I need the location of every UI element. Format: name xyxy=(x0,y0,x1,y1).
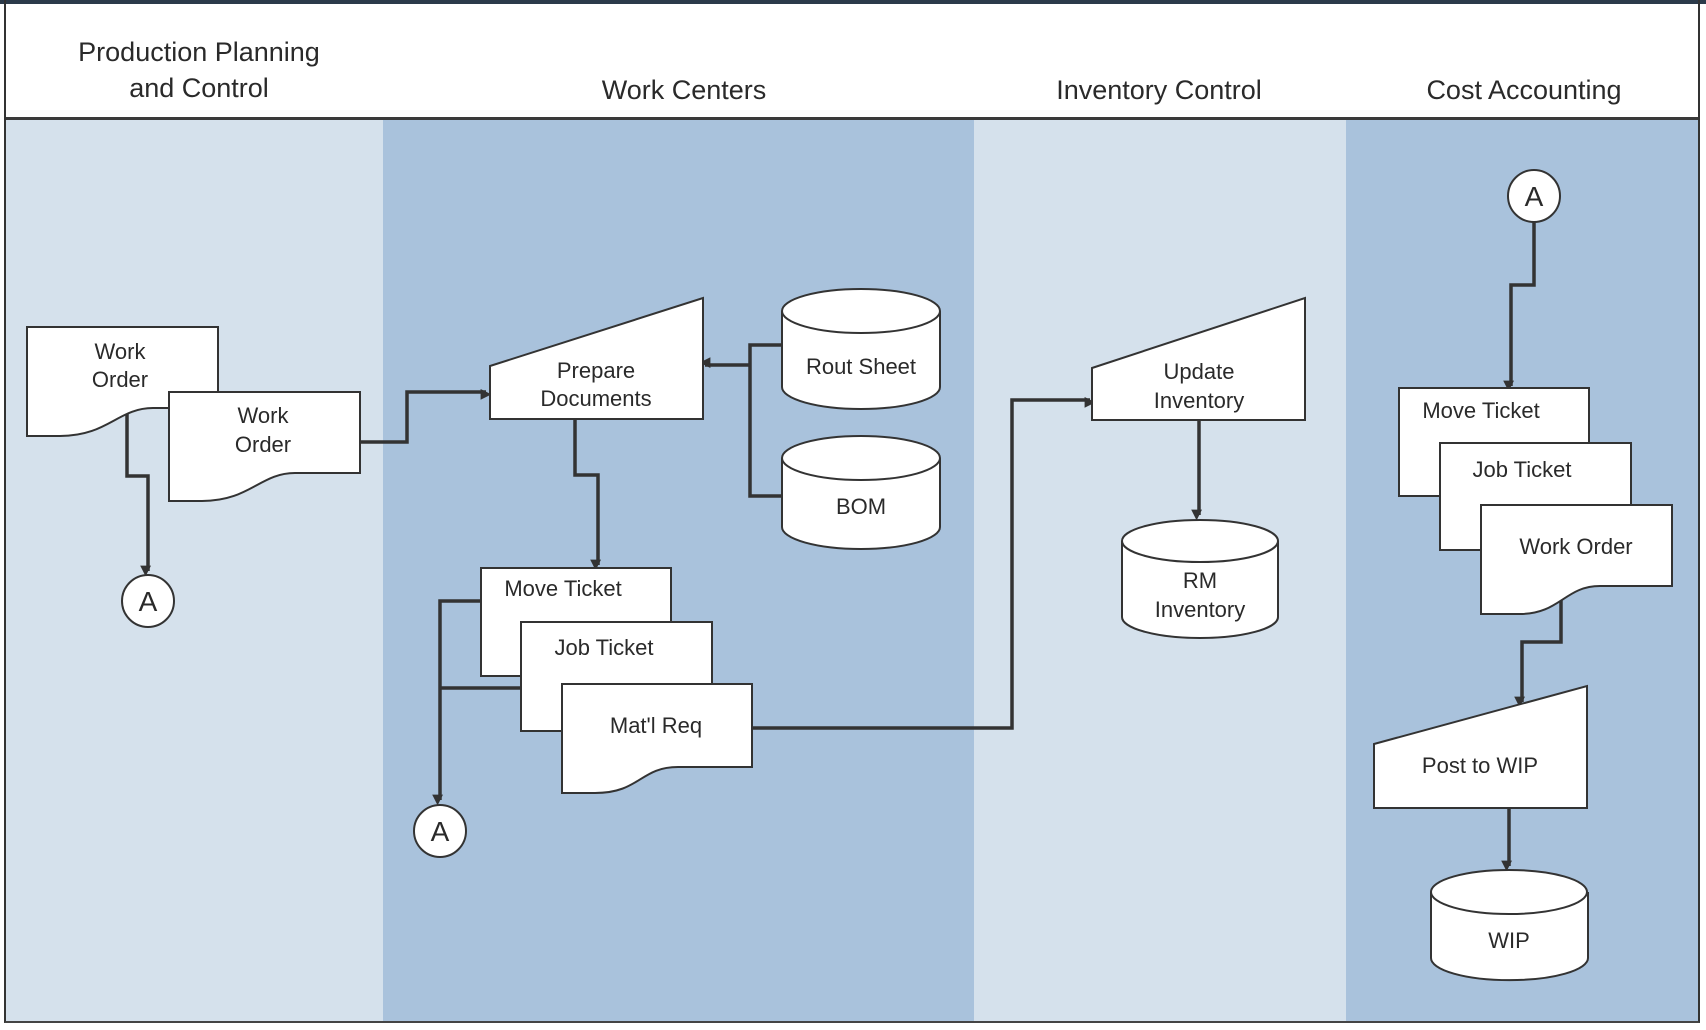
diagram-frame xyxy=(4,0,1700,1023)
node-label: Update xyxy=(1164,359,1235,384)
node-label: WIP xyxy=(1488,928,1530,953)
lane-title-production-planning: Production Planning and Control xyxy=(34,34,364,106)
node-label: Work xyxy=(238,403,290,428)
lane-title-line: and Control xyxy=(129,73,269,103)
lane-title-line: Production Planning xyxy=(78,37,320,67)
document-work-order-2[interactable]: Work Order xyxy=(168,391,361,502)
node-label: Order xyxy=(235,432,291,457)
connector-a-work-centers[interactable]: A xyxy=(413,804,467,858)
node-label: Work Order xyxy=(1519,534,1632,559)
database-bom[interactable]: BOM xyxy=(781,435,941,550)
connector-a-ppc[interactable]: A xyxy=(121,574,175,628)
node-label: Inventory xyxy=(1155,597,1246,622)
node-label: Move Ticket xyxy=(1422,398,1539,423)
flow-move-ticket-to-connector-a xyxy=(432,599,481,806)
lane-header-bar: Production Planning and Control Work Cen… xyxy=(4,4,1700,120)
connector-label: A xyxy=(139,586,158,617)
node-label: Mat'l Req xyxy=(610,713,702,738)
process-post-to-wip[interactable]: Post to WIP xyxy=(1373,684,1588,809)
flow-work-order-to-connector-a xyxy=(125,411,151,577)
node-label: Move Ticket xyxy=(504,576,621,601)
node-label: Job Ticket xyxy=(1472,457,1571,482)
lane-title-work-centers: Work Centers xyxy=(484,72,884,108)
flow-rout-sheet-to-prepare-documents xyxy=(748,343,782,498)
node-label: Work xyxy=(95,339,147,364)
document-work-order-ca[interactable]: Work Order xyxy=(1480,504,1673,615)
lane-title-line: Inventory Control xyxy=(1056,75,1262,105)
lane-title-line: Cost Accounting xyxy=(1426,75,1622,105)
flow-work-order-to-post-to-wip xyxy=(1514,600,1563,708)
top-border xyxy=(0,0,1706,4)
process-update-inventory[interactable]: Update Inventory xyxy=(1091,296,1306,421)
lane-title-inventory-control: Inventory Control xyxy=(1004,72,1314,108)
flow-prepare-documents-to-move-ticket xyxy=(573,419,601,571)
node-label: Order xyxy=(92,367,148,392)
node-label: Inventory xyxy=(1154,388,1245,413)
database-rout-sheet[interactable]: Rout Sheet xyxy=(781,288,941,410)
lane-production-planning xyxy=(6,120,383,1021)
node-label: RM xyxy=(1183,568,1217,593)
connector-label: A xyxy=(1525,181,1544,212)
flow-connector-a-to-move-ticket xyxy=(1503,221,1536,392)
database-wip[interactable]: WIP xyxy=(1430,869,1589,982)
lane-title-line: Work Centers xyxy=(601,75,767,105)
process-prepare-documents[interactable]: Prepare Documents xyxy=(489,296,704,420)
node-label: Post to WIP xyxy=(1422,753,1538,778)
connector-a-cost-accounting[interactable]: A xyxy=(1507,169,1561,223)
node-label: Prepare xyxy=(557,358,635,383)
connector-label: A xyxy=(431,816,450,847)
flow-work-order-to-prepare-documents xyxy=(360,389,492,444)
lane-title-cost-accounting: Cost Accounting xyxy=(1369,72,1679,108)
node-label: Documents xyxy=(540,386,651,411)
node-label: Rout Sheet xyxy=(806,354,916,379)
flow-matl-req-to-update-inventory xyxy=(752,397,1096,730)
node-label: Job Ticket xyxy=(554,635,653,660)
database-rm-inventory[interactable]: RM Inventory xyxy=(1121,519,1279,639)
node-label: BOM xyxy=(836,494,886,519)
document-matl-req[interactable]: Mat'l Req xyxy=(561,683,753,794)
document-work-order-1[interactable]: Work Order xyxy=(26,326,219,437)
